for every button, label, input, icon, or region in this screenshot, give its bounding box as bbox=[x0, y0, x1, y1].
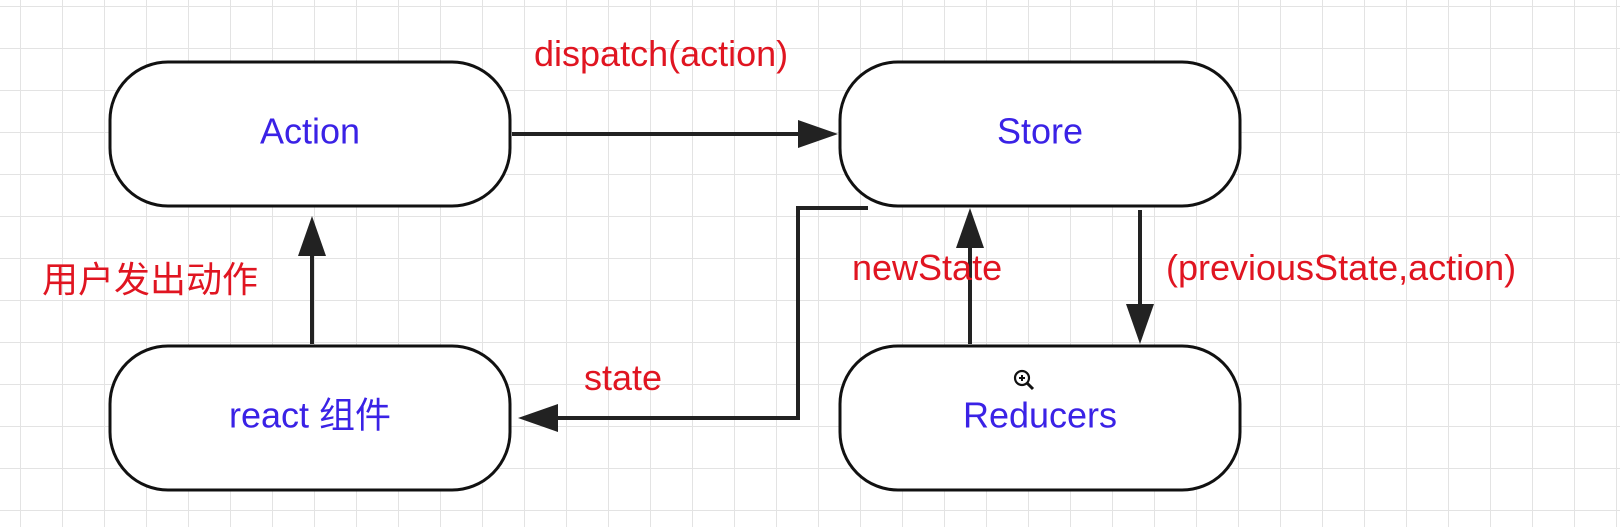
edge-new-state bbox=[956, 208, 984, 344]
node-reducers-label: Reducers bbox=[963, 395, 1117, 436]
label-new-state: newState bbox=[852, 247, 1002, 288]
edge-dispatch bbox=[512, 120, 838, 148]
node-react-component-label: react 组件 bbox=[229, 395, 391, 436]
node-action: Action bbox=[108, 60, 512, 208]
node-store-label: Store bbox=[997, 111, 1083, 152]
edge-state bbox=[518, 206, 868, 432]
arrowhead-to-action bbox=[298, 216, 326, 256]
label-dispatch: dispatch(action) bbox=[534, 33, 788, 74]
zoom-cursor-icon bbox=[1013, 369, 1035, 391]
label-user-action: 用户发出动作 bbox=[42, 259, 258, 300]
arrowhead-to-react-component bbox=[518, 404, 558, 432]
label-previous-state-action: (previousState,action) bbox=[1166, 247, 1516, 288]
label-state: state bbox=[584, 357, 662, 398]
arrowhead-to-store-from-reducers bbox=[956, 208, 984, 248]
node-action-label: Action bbox=[260, 111, 360, 152]
node-react-component: react 组件 bbox=[108, 344, 512, 492]
edge-previous-state-action bbox=[1126, 210, 1154, 344]
node-store: Store bbox=[838, 60, 1242, 208]
arrowhead-to-reducers bbox=[1126, 304, 1154, 344]
edge-user-action bbox=[298, 216, 326, 344]
node-reducers: Reducers bbox=[838, 344, 1242, 492]
arrowhead-to-store bbox=[798, 120, 838, 148]
